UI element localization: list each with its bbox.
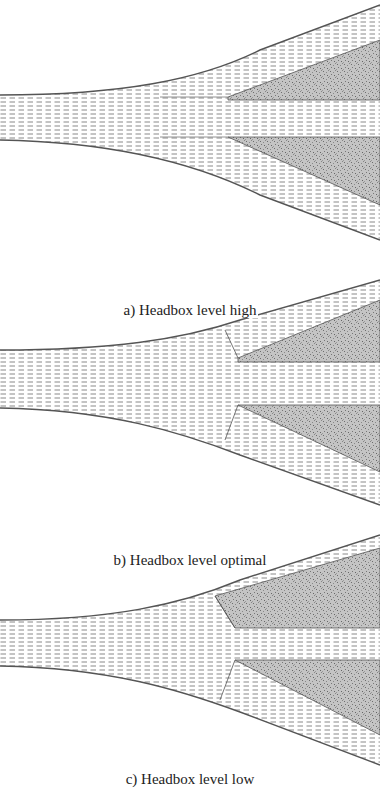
- panel-low: [0, 535, 380, 765]
- panel-caption: a) Headbox level high: [122, 302, 259, 318]
- panel-caption-row: c) Headbox level low: [0, 771, 380, 788]
- panel-high: [0, 5, 380, 240]
- panel-optimal: [0, 280, 380, 505]
- panel-caption: b) Headbox level optimal: [112, 552, 269, 568]
- panel-caption-row: b) Headbox level optimal: [0, 552, 380, 569]
- panel-caption: c) Headbox level low: [124, 771, 257, 787]
- panel-caption-row: a) Headbox level high: [0, 302, 380, 319]
